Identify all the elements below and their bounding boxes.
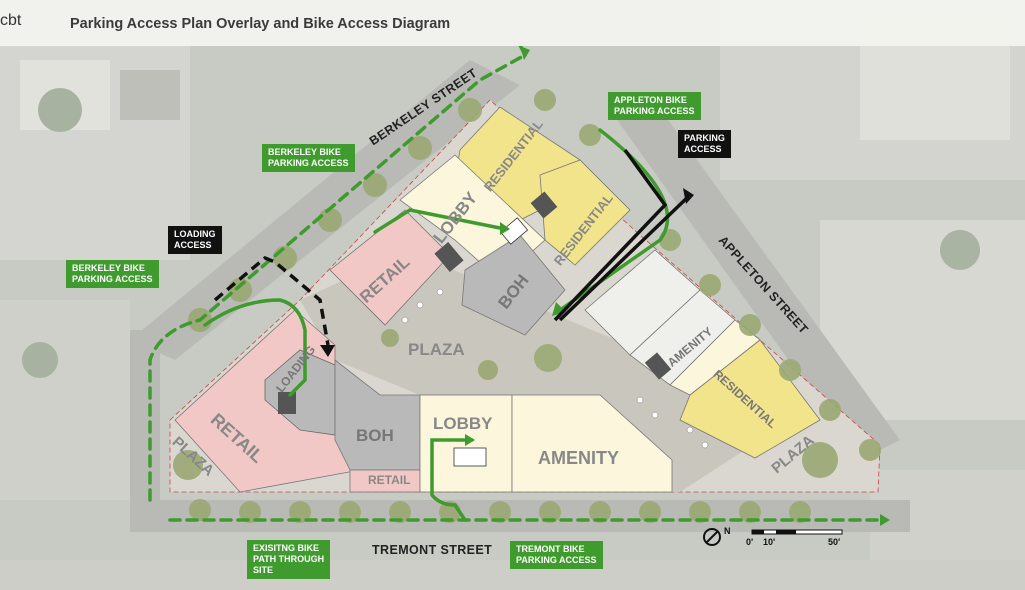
label-boh-south: BOH [356,426,394,445]
callout-loading-access: LOADING ACCESS [168,226,222,254]
street-trees [173,89,881,523]
callout-berkeley-bike-left: BERKELEY BIKE PARKING ACCESS [66,260,159,288]
label-plaza-center: PLAZA [408,340,465,359]
firm-logo: cbt [0,12,22,29]
bike-arrowheads [465,46,890,526]
callout-parking-access: PARKING ACCESS [678,130,731,158]
south-building [174,309,673,493]
north-label: N [724,526,731,536]
page-title: Parking Access Plan Overlay and Bike Acc… [70,16,451,32]
label-amenity-south: AMENITY [538,448,619,468]
north-arrow [703,528,721,546]
callout-existing-bike-path: EXISITNG BIKE PATH THROUGH SITE [247,540,331,579]
header-bar [0,0,1025,46]
street-label-tremont: TREMONT STREET [372,543,493,557]
label-retail-small: RETAIL [368,473,411,487]
scale-tick-10: 10' [763,537,776,547]
east-building [584,249,821,459]
plaza-paving [300,250,760,492]
callout-appleton-bike: APPLETON BIKE PARKING ACCESS [608,92,701,120]
label-lobby-south: LOBBY [433,414,493,433]
callout-berkeley-bike-top: BERKELEY BIKE PARKING ACCESS [262,144,355,172]
north-building [329,106,631,336]
outdoor-seating [401,288,709,449]
callout-tremont-bike: TREMONT BIKE PARKING ACCESS [510,541,603,569]
vehicle-arrowheads [320,188,694,357]
vehicle-paths [213,148,692,346]
scale-bar [751,529,843,535]
scale-tick-0: 0' [746,537,754,547]
scale-tick-50: 50' [828,537,841,547]
